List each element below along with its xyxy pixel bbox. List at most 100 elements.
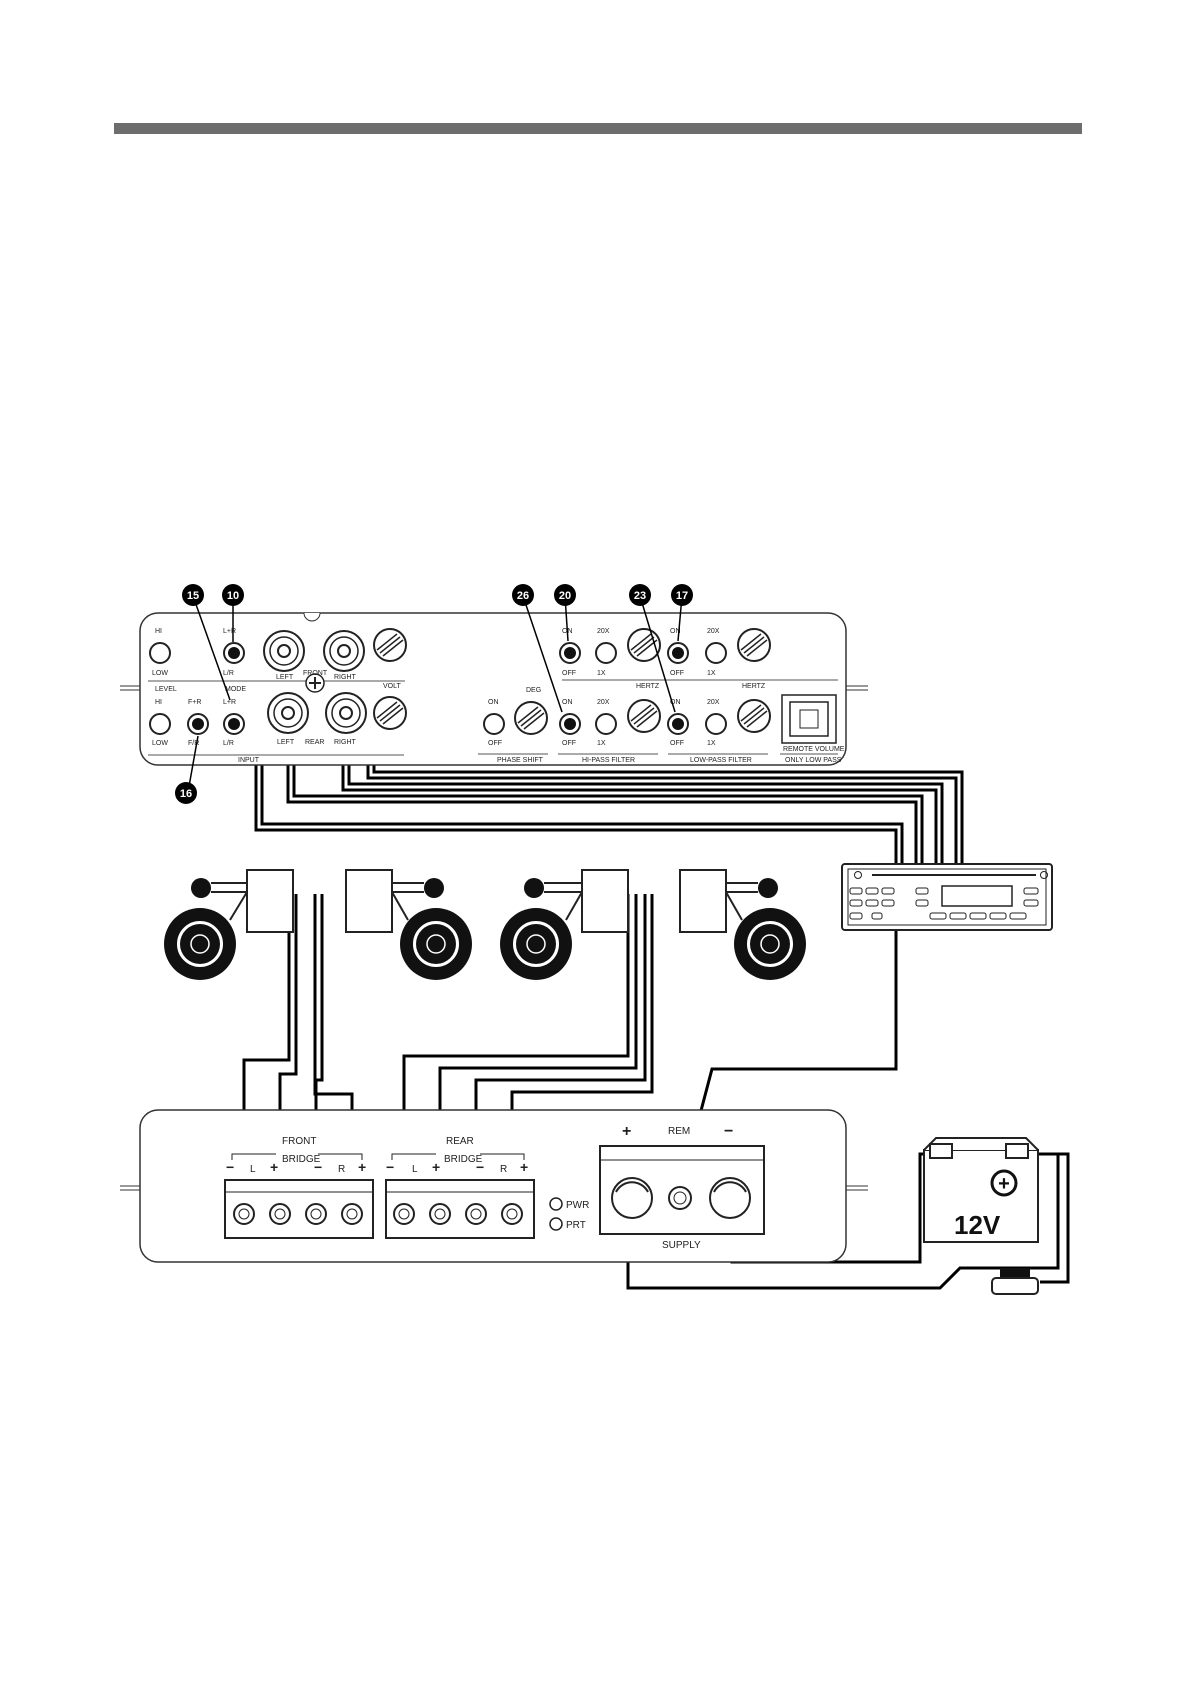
callout-10: 10 [222,584,244,606]
off-label-lp2: OFF [670,740,684,747]
lowpass-switch-top[interactable] [667,642,689,664]
lowpass-switch-bottom[interactable] [667,713,689,735]
bridge-label-front: BRIDGE [282,1154,321,1165]
battery-voltage-label: 12V [954,1210,1001,1240]
right-label-2: RIGHT [334,739,357,746]
rear-r-minus: − [476,1159,484,1175]
mode-switch-top[interactable] [223,642,245,664]
car-radio-head-unit [841,863,1053,931]
front-speaker-terminal-block [224,1179,374,1239]
rear-speaker-terminal-block [385,1179,535,1239]
amplifier-control-panel: HI LOW L+R L/R LEVEL MODE HI LOW F+R F/R… [120,612,868,766]
front-l-minus: − [226,1159,234,1175]
pwr-label: PWR [566,1200,589,1211]
rem-label: REM [668,1126,690,1137]
fr-sub-label: F/R [188,740,199,747]
off-label-hp: OFF [562,670,576,677]
x20-label-1: 20X [597,628,610,635]
phase-knob[interactable] [514,701,548,735]
low-label: LOW [152,670,168,677]
hi-label: HI [155,628,162,635]
volt-label: VOLT [383,683,401,690]
callout-23: 23 [629,584,651,606]
volt-knob-top[interactable] [373,628,407,662]
callout-20-text: 20 [559,590,571,602]
off-label-hp2: OFF [562,740,576,747]
battery-12v: + 12V [923,1137,1039,1243]
off-label-lp: OFF [670,670,684,677]
hipass-switch-bottom[interactable] [559,713,581,735]
hertz-label-2: HERTZ [742,683,766,690]
prt-led-icon [549,1217,563,1231]
front-label: FRONT [303,670,328,677]
speaker-front-left [164,869,294,980]
lowpass-filter-label: LOW-PASS FILTER [690,757,752,764]
rca-rear-left[interactable] [267,692,309,734]
front-r-plus: + [358,1159,366,1175]
supply-plus: + [622,1123,631,1140]
prt-label: PRT [566,1220,586,1231]
lr-label: L/R [223,670,234,677]
rca-rear-right[interactable] [325,692,367,734]
rca-front-left[interactable] [263,630,305,672]
x1-label-2: 1X [707,670,716,677]
lr-plus-label-2: L+R [223,699,236,706]
x1-label-3: 1X [597,740,606,747]
lr-label-2: L/R [223,740,234,747]
callout-16-text: 16 [180,788,192,800]
callout-20: 20 [554,584,576,606]
header-rule [114,123,1082,134]
lowpass-range-switch-bottom[interactable] [705,713,727,735]
right-label: RIGHT [334,674,357,681]
callout-17: 17 [671,584,693,606]
x20-label-2: 20X [707,628,720,635]
level-switch-top[interactable] [149,642,171,664]
remote-volume-label: REMOTE VOLUME [783,746,845,753]
on-label-lp2: ON [670,699,681,706]
rear-r-plus: + [520,1159,528,1175]
hipass-filter-label: HI-PASS FILTER [582,757,635,764]
mode-switch-bottom[interactable] [223,713,245,735]
front-l-plus: + [270,1159,278,1175]
front-r-minus: − [314,1159,322,1175]
rca-front-right[interactable] [323,630,365,672]
low-label-2: LOW [152,740,168,747]
x20-label-3: 20X [597,699,610,706]
callout-17-text: 17 [676,590,688,602]
phase-shift-label: PHASE SHIFT [497,757,544,764]
lowpass-knob-top[interactable] [737,628,771,662]
hipass-knob-bottom[interactable] [627,699,661,733]
callout-15: 15 [182,584,204,606]
on-label-hp2: ON [562,699,573,706]
pwr-led-icon [549,1197,563,1211]
power-supply-terminal-block [599,1145,765,1235]
only-low-pass-label: ONLY LOW PASS [785,757,842,764]
hipass-range-switch-bottom[interactable] [595,713,617,735]
hi-label-2: HI [155,699,162,706]
rear-label: REAR [305,739,324,746]
left-label-2: LEFT [277,739,295,746]
lowpass-knob-bottom[interactable] [737,699,771,733]
front-r-label: R [338,1164,345,1175]
level-switch-bottom[interactable] [149,713,171,735]
fr-label: F+R [188,699,201,706]
rear-l-minus: − [386,1159,394,1175]
lowpass-range-switch-top[interactable] [705,642,727,664]
hipass-range-switch-top[interactable] [595,642,617,664]
amplifier-power-panel: FRONT BRIDGE − L + − R + REAR BRIDGE − L… [120,1109,868,1263]
input-label: INPUT [238,757,260,764]
hipass-switch-top[interactable] [559,642,581,664]
rear-l-label: L [412,1164,418,1175]
rear-l-plus: + [432,1159,440,1175]
phase-switch[interactable] [483,713,505,735]
callout-23-text: 23 [634,590,646,602]
fr-switch[interactable] [187,713,209,735]
remote-volume-port[interactable] [781,694,837,744]
rear-r-label: R [500,1164,507,1175]
volt-knob-bottom[interactable] [373,696,407,730]
front-label-pp: FRONT [282,1136,316,1147]
callout-16: 16 [175,782,197,804]
x1-label-4: 1X [707,740,716,747]
ground-terminal-icon [991,1268,1039,1295]
